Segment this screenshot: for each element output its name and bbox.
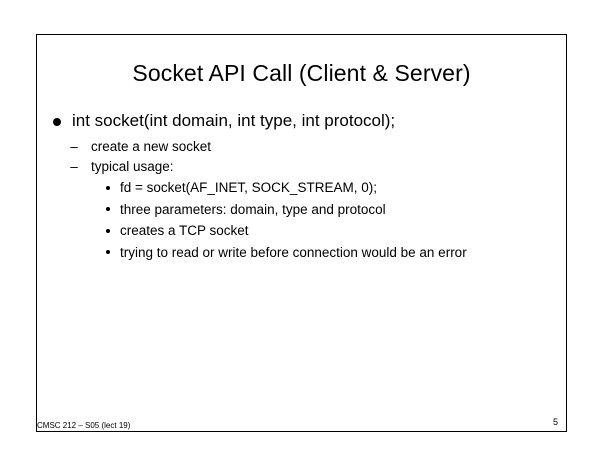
page-number: 5 [552,417,558,427]
sub-item: – create a new socket [63,136,211,156]
bullet-dot-icon [106,207,110,212]
main-bullet-text: int socket(int domain, int type, int pro… [72,111,396,130]
bullet-dot-icon [106,228,110,233]
slide-title: Socket API Call (Client & Server) [132,60,471,86]
usage-item-text: creates a TCP socket [120,223,249,239]
bullet-dot-icon [53,118,61,126]
dash-icon: – [70,158,78,174]
usage-item: three parameters: domain, type and proto… [102,199,467,221]
usage-item-text: fd = socket(AF_INET, SOCK_STREAM, 0); [120,180,377,196]
sub-item: – typical usage: [63,156,211,176]
usage-item: creates a TCP socket [102,220,467,242]
dash-icon: – [70,138,78,154]
slide-frame: Socket API Call (Client & Server) int so… [36,34,567,432]
sub-item-text: typical usage: [91,158,174,174]
usage-item-text: three parameters: domain, type and proto… [120,201,386,217]
sub-item-text: create a new socket [91,138,212,154]
usage-list: fd = socket(AF_INET, SOCK_STREAM, 0); th… [102,177,467,263]
bullet-dot-icon [106,250,110,255]
main-bullet: int socket(int domain, int type, int pro… [53,111,395,131]
sub-list: – create a new socket – typical usage: [63,136,211,176]
footer-course: CMSC 212 – S05 (lect 19) [37,421,131,430]
usage-item: trying to read or write before connectio… [102,242,467,264]
bullet-dot-icon [106,185,110,190]
usage-item-text: trying to read or write before connectio… [120,244,467,260]
usage-item: fd = socket(AF_INET, SOCK_STREAM, 0); [102,177,467,199]
